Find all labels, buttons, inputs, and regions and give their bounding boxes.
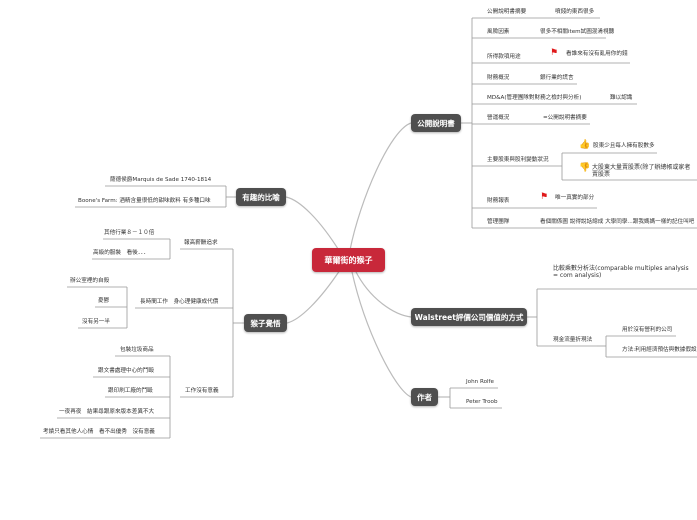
prospectus-item[interactable]: MD&A(管理團隊對財務之檢討與分析) bbox=[487, 95, 582, 101]
red-flag-icon: ⚑ bbox=[550, 48, 559, 58]
prospectus-item[interactable]: 財務報表 bbox=[487, 198, 510, 204]
prospectus-note[interactable]: 很多不相關item試圖混淆視聽 bbox=[540, 29, 615, 35]
prospectus-note[interactable]: 噴錢的東西很多 bbox=[555, 9, 595, 15]
prospectus-note[interactable]: 看誰來有沒有亂用你的錢 bbox=[566, 51, 628, 57]
awakening-group[interactable]: 長時間工作 身心理健康成代價 bbox=[140, 299, 219, 305]
prospectus-item[interactable]: 風險因素 bbox=[487, 29, 510, 35]
prospectus-item[interactable]: 所得款項用途 bbox=[487, 54, 521, 60]
author-item[interactable]: Peter Troob bbox=[466, 399, 498, 405]
prospectus-item[interactable]: 主要股東與股利變動狀況 bbox=[487, 157, 549, 163]
awakening-group[interactable]: 工作沒有意義 bbox=[185, 388, 219, 394]
prospectus-note[interactable]: 難以認識 bbox=[610, 95, 633, 101]
thumbs-down-icon: 👎 bbox=[579, 163, 591, 173]
dcf-item[interactable]: 用於沒有營利的公司 bbox=[622, 327, 673, 333]
topic-prospectus[interactable]: 公開說明書 bbox=[411, 114, 461, 132]
author-item[interactable]: John Rolfe bbox=[466, 379, 494, 385]
topic-authors[interactable]: 作者 bbox=[411, 388, 438, 406]
metaphor-item[interactable]: 薩德侯爵Marquis de Sade 1740-1814 bbox=[110, 177, 212, 183]
awakening-item[interactable]: 跟印刷工廠的鬥毆 bbox=[108, 388, 153, 394]
prospectus-item[interactable]: 營運概況 bbox=[487, 115, 510, 121]
prospectus-note[interactable]: 看個關係圖 說得說話總成 大學同學...跟我媽媽一樣的記住叫吧 bbox=[540, 219, 695, 225]
topic-valuation[interactable]: Walstreet評價公司價值的方式 bbox=[411, 308, 527, 326]
awakening-item[interactable]: 憂鬱 bbox=[98, 298, 110, 304]
awakening-item[interactable]: 考績只看其他人心情 看不出優秀 沒有意義 bbox=[43, 429, 155, 435]
dcf-item[interactable]: 方法:利用經濟預估與數據假設 bbox=[622, 347, 697, 353]
awakening-item[interactable]: 跟文書處理中心的鬥毆 bbox=[98, 368, 154, 374]
prospectus-item[interactable]: 管理團隊 bbox=[487, 219, 510, 225]
thumbs-up-icon: 👍 bbox=[579, 140, 591, 150]
prospectus-item[interactable]: 公開說明書摘要 bbox=[487, 9, 527, 15]
awakening-item[interactable]: 辦公室裡的自殺 bbox=[70, 278, 110, 284]
prospectus-item[interactable]: 財務概況 bbox=[487, 75, 510, 81]
prospectus-note[interactable]: 銀行業的謊言 bbox=[540, 75, 574, 81]
awakening-item[interactable]: 高級的服裝 看後．．． bbox=[93, 250, 149, 256]
shareholder-note[interactable]: 大股東大量賣股票(除了辦總帳或家者賣股票 bbox=[592, 164, 691, 178]
topic-metaphor[interactable]: 有趣的比喻 bbox=[236, 188, 286, 206]
awakening-item[interactable]: 其他行業８－１０倍 bbox=[104, 230, 155, 236]
awakening-item[interactable]: 沒有另一半 bbox=[82, 319, 110, 325]
valuation-dcf[interactable]: 現金流量折現法 bbox=[553, 337, 593, 343]
awakening-item[interactable]: 包裝垃圾商品 bbox=[120, 347, 154, 353]
valuation-comparable-cont: analysis) bbox=[574, 272, 602, 279]
central-topic[interactable]: 華爾街的猴子 bbox=[312, 248, 385, 272]
prospectus-note[interactable]: =公開說明書摘要 bbox=[543, 115, 587, 121]
valuation-comparable[interactable]: 比較乘數分析法(comparable multiples analysis = … bbox=[553, 265, 689, 279]
valuation-comparable-block[interactable]: 比較乘數分析法(comparable multiples analysis = … bbox=[553, 265, 694, 279]
red-flag-icon: ⚑ bbox=[540, 192, 549, 202]
topic-awakening[interactable]: 猴子覺悟 bbox=[244, 314, 287, 332]
metaphor-item[interactable]: Boone's Farm: 酒精含量很低的甜味飲料 有多種口味 bbox=[78, 198, 211, 204]
prospectus-note[interactable]: 唯一真實的部分 bbox=[555, 195, 595, 201]
awakening-item[interactable]: 一夜再夜 結果尋跟原來版本差異不大 bbox=[59, 409, 155, 415]
awakening-group[interactable]: 報高薪酬追求 bbox=[184, 240, 218, 246]
shareholder-note[interactable]: 股東少且每人擁有股數多 bbox=[593, 143, 655, 149]
